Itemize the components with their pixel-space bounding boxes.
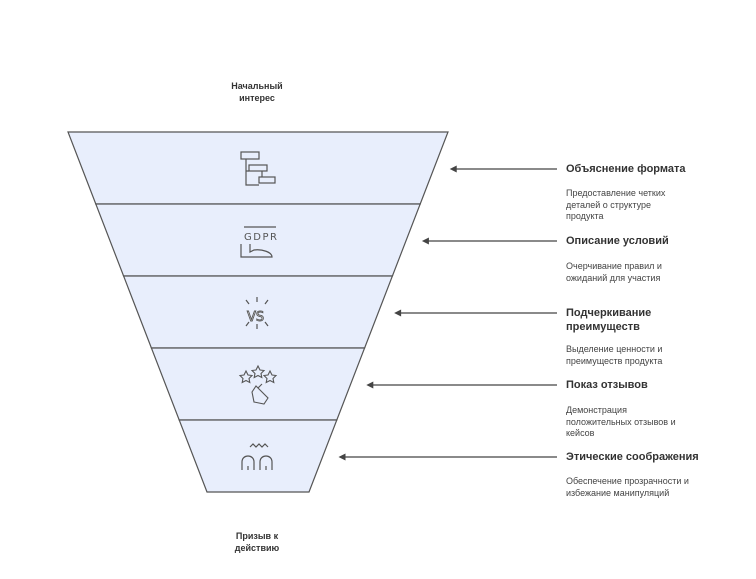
gdpr-icon: GDPR (240, 226, 278, 258)
step-title: Объяснение формата (566, 163, 686, 175)
arrow-head (394, 309, 402, 317)
svg-text:GDPR: GDPR (244, 232, 278, 243)
arrow-head (338, 453, 346, 461)
funnel-band (150, 347, 366, 421)
document-structure-icon (240, 151, 276, 186)
step-description: Демонстрация положительных отзывов и кей… (566, 405, 676, 438)
step-description: Обеспечение прозрачности и избежание ман… (566, 476, 689, 498)
versus-icon: VS (245, 297, 269, 329)
label-bottom: Призыв к действию (234, 531, 280, 553)
step-title: Показ отзывов (566, 379, 648, 391)
arrow-head (421, 237, 429, 245)
step-title: Подчеркивание преимуществ (566, 307, 652, 333)
step-title: Этические соображения (566, 451, 699, 463)
svg-text:VS: VS (247, 310, 264, 325)
step-description: Очерчивание правил и ожиданий для участи… (566, 261, 662, 283)
people-ethics-icon (241, 443, 273, 470)
funnel-band (178, 419, 338, 493)
funnel-band (67, 131, 449, 205)
step-description: Предоставление четких деталей о структур… (566, 188, 666, 221)
label-top: Начальный интерес (231, 81, 283, 103)
step-title: Описание условий (566, 235, 669, 247)
stars-rating-icon (238, 364, 278, 405)
arrow-head (366, 381, 374, 389)
arrow-head (449, 165, 457, 173)
step-description: Выделение ценности и преимуществ продукт… (566, 344, 663, 366)
